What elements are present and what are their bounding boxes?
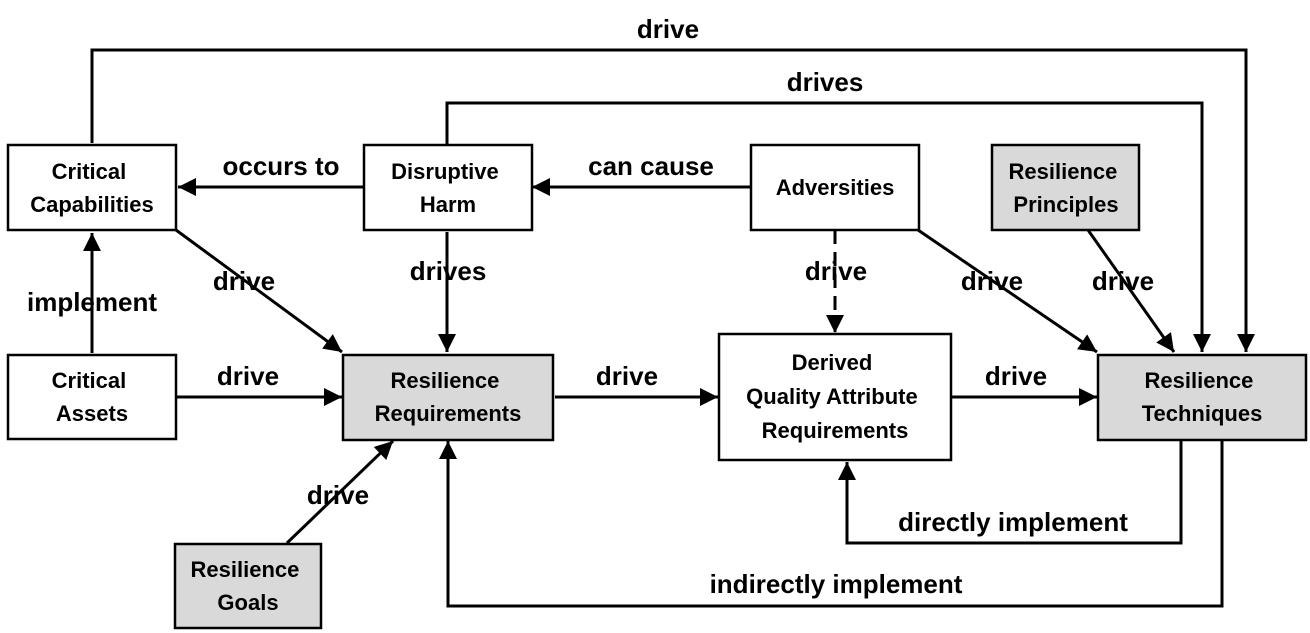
edge-directly-implement xyxy=(838,441,1183,545)
svg-text:Critical Capabilities: Critical Capabilities xyxy=(30,159,153,217)
node-disruptive-harm: Disruptive Harm xyxy=(362,143,534,232)
svg-text:Resilience Goals: Resilience Goals xyxy=(191,557,306,615)
label-qar-drive: drive xyxy=(985,361,1047,391)
label-top-drives: drives xyxy=(787,67,864,97)
svg-text:Derived Quality Attribut: Derived Quality Attribute Requirements xyxy=(746,350,924,443)
edge-goals-drive xyxy=(285,439,395,545)
derived-qar-line-2: Quality Attribute xyxy=(746,384,918,409)
edge-adv-drive-tech xyxy=(917,228,1098,354)
svg-text:Critical Assets: Critical Assets xyxy=(52,368,133,426)
derived-qar-line-1: Derived xyxy=(792,350,873,375)
critical-capabilities-line-2: Capabilities xyxy=(30,192,153,217)
label-top-drive: drive xyxy=(637,14,699,44)
node-adversities: Adversities xyxy=(749,143,921,232)
resilience-requirements-line-1: Resilience xyxy=(391,368,500,393)
resilience-goals-line-1: Resilience xyxy=(191,557,300,582)
label-implement: implement xyxy=(27,287,157,317)
node-derived-qar: Derived Quality Attribute Requirements xyxy=(717,332,953,462)
critical-assets-line-1: Critical xyxy=(52,368,127,393)
svg-text:Disruptive Harm: Disruptive Harm xyxy=(391,159,505,217)
label-goals-drive: drive xyxy=(307,480,369,510)
label-can-cause: can cause xyxy=(588,151,714,181)
label-adv-drive-qar: drive xyxy=(805,256,867,286)
resilience-principles-line-2: Principles xyxy=(1013,192,1118,217)
label-principles-drive: drive xyxy=(1092,266,1154,296)
svg-text:Resilience Principles: Resilience Principles xyxy=(1009,159,1124,217)
disruptive-harm-line-2: Harm xyxy=(420,192,476,217)
node-resilience-requirements: Resilience Requirements xyxy=(341,353,555,442)
edge-indirectly-implement xyxy=(439,441,1224,608)
node-critical-capabilities: Critical Capabilities xyxy=(6,143,178,232)
resilience-techniques-line-2: Techniques xyxy=(1142,401,1263,426)
derived-qar-line-3: Requirements xyxy=(762,418,909,443)
label-cap-drive: drive xyxy=(213,266,275,296)
critical-assets-line-2: Assets xyxy=(56,401,128,426)
resilience-principles-line-1: Resilience xyxy=(1009,159,1118,184)
edge-top-drives xyxy=(445,101,1211,352)
svg-text:Adversities: Adversities xyxy=(776,175,895,200)
node-resilience-techniques: Resilience Techniques xyxy=(1096,353,1308,442)
label-occurs-to: occurs to xyxy=(222,151,339,181)
resilience-requirements-line-2: Requirements xyxy=(375,401,522,426)
label-harm-drives: drives xyxy=(410,256,487,286)
edge-top-drive xyxy=(90,48,1255,352)
edge-principles-drive xyxy=(1086,229,1176,353)
node-resilience-goals: Resilience Goals xyxy=(173,542,323,630)
label-indirectly-implement: indirectly implement xyxy=(710,569,963,599)
critical-capabilities-line-1: Critical xyxy=(52,159,127,184)
adversities-line-1: Adversities xyxy=(776,175,895,200)
node-resilience-principles: Resilience Principles xyxy=(990,143,1141,232)
resilience-techniques-line-1: Resilience xyxy=(1145,368,1254,393)
node-critical-assets: Critical Assets xyxy=(6,353,178,441)
label-directly-implement: directly implement xyxy=(898,507,1128,537)
label-req-drive: drive xyxy=(596,361,658,391)
svg-text:Resilience Techniques: Resilience Techniques xyxy=(1142,368,1263,426)
disruptive-harm-line-1: Disruptive xyxy=(391,159,499,184)
svg-text:Resilience Requirements: Resilience Requirements xyxy=(375,368,522,426)
resilience-goals-line-2: Goals xyxy=(217,590,278,615)
label-assets-drive: drive xyxy=(217,361,279,391)
edge-cap-drive xyxy=(175,228,343,354)
label-adv-drive-tech: drive xyxy=(961,266,1023,296)
